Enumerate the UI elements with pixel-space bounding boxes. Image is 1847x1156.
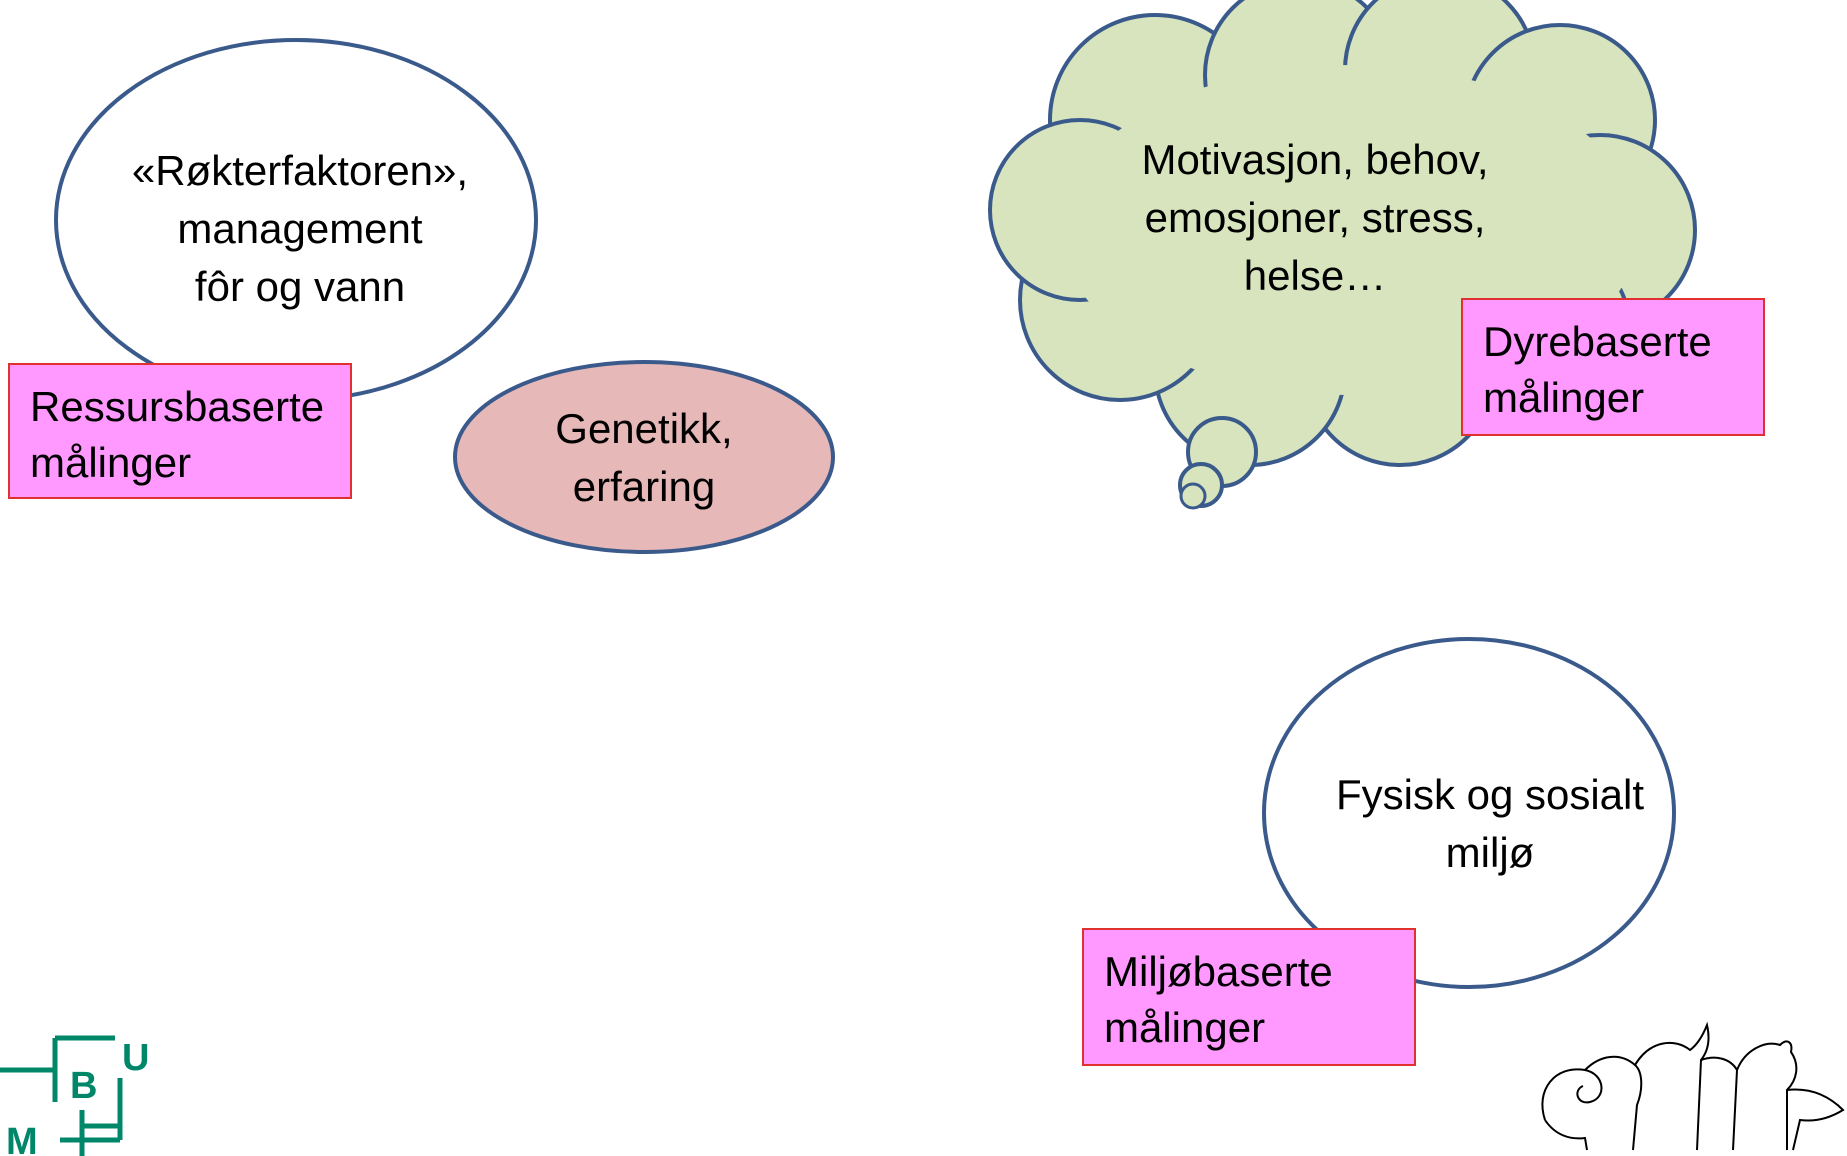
environment-line-2: miljø	[1445, 829, 1535, 876]
resource-line-1: «Røkterfaktoren»,	[131, 147, 469, 194]
resource-label-line-2: målinger	[30, 439, 192, 486]
resource-line-3: fôr og vann	[194, 263, 406, 310]
logo-letter-b: B	[70, 1065, 97, 1107]
logo-letter-m: M	[6, 1121, 38, 1156]
genetics-line-1: Genetikk,	[555, 405, 733, 452]
environment-label-line-1: Miljøbaserte	[1104, 948, 1333, 995]
animal-label-line-2: målinger	[1483, 374, 1645, 421]
environment-text: Fysisk og sosialt miljø	[1315, 766, 1665, 882]
nmbu-logo: B U M	[0, 1035, 149, 1156]
resource-text: «Røkterfaktoren», management fôr og vann	[100, 142, 500, 316]
animal-label-line-1: Dyrebaserte	[1483, 318, 1712, 365]
environment-label-line-2: målinger	[1104, 1004, 1266, 1051]
logo-letter-u: U	[122, 1037, 149, 1079]
animal-text: Motivasjon, behov, emosjoner, stress, he…	[1090, 131, 1540, 305]
resource-ellipse	[54, 38, 538, 400]
resource-label-line-1: Ressursbaserte	[30, 383, 325, 430]
animal-label: Dyrebaserte målinger	[1461, 298, 1765, 436]
genetics-ellipse	[453, 360, 835, 554]
animal-drawing	[1541, 1021, 1845, 1151]
genetics-line-2: erfaring	[572, 463, 716, 510]
environment-ellipse	[1262, 637, 1676, 989]
resource-label: Ressursbaserte målinger	[8, 363, 352, 499]
animal-line-3: helse…	[1243, 252, 1387, 299]
genetics-text: Genetikk, erfaring	[494, 400, 794, 516]
environment-line-1: Fysisk og sosialt	[1335, 771, 1645, 818]
animal-line-1: Motivasjon, behov,	[1141, 136, 1489, 183]
environment-label: Miljøbaserte målinger	[1082, 928, 1416, 1066]
resource-line-2: management	[177, 205, 423, 252]
animal-line-2: emosjoner, stress,	[1144, 194, 1486, 241]
